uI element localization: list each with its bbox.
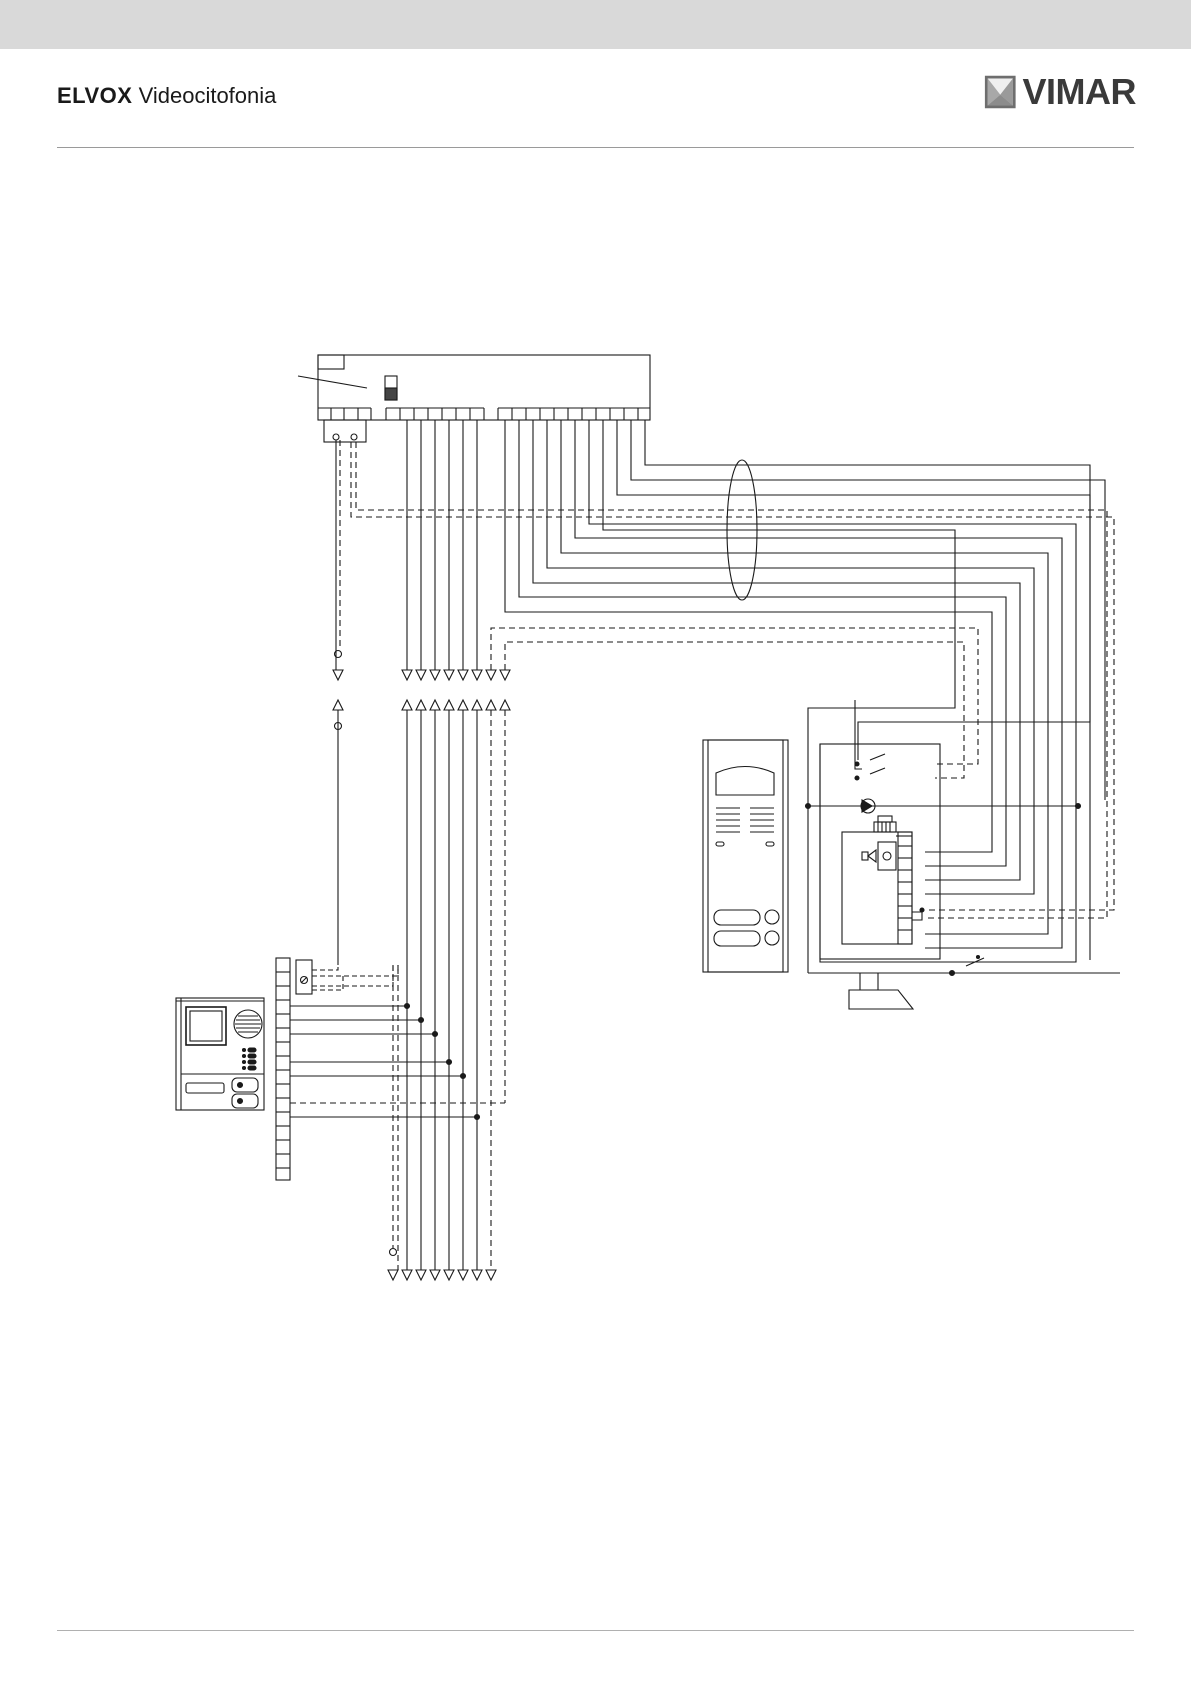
- video-monitor-icon: [176, 998, 264, 1110]
- riser-wires-upper: [333, 420, 978, 778]
- panel-wiring: [351, 420, 1114, 973]
- monitor-terminal-block: [276, 958, 505, 1180]
- door-lock-icon: [849, 973, 913, 1009]
- power-supply-unit: [298, 355, 650, 442]
- entrance-panel-icon: [703, 740, 788, 972]
- riser-wires-lower: [333, 700, 510, 1280]
- footer-rule: [57, 1630, 1134, 1631]
